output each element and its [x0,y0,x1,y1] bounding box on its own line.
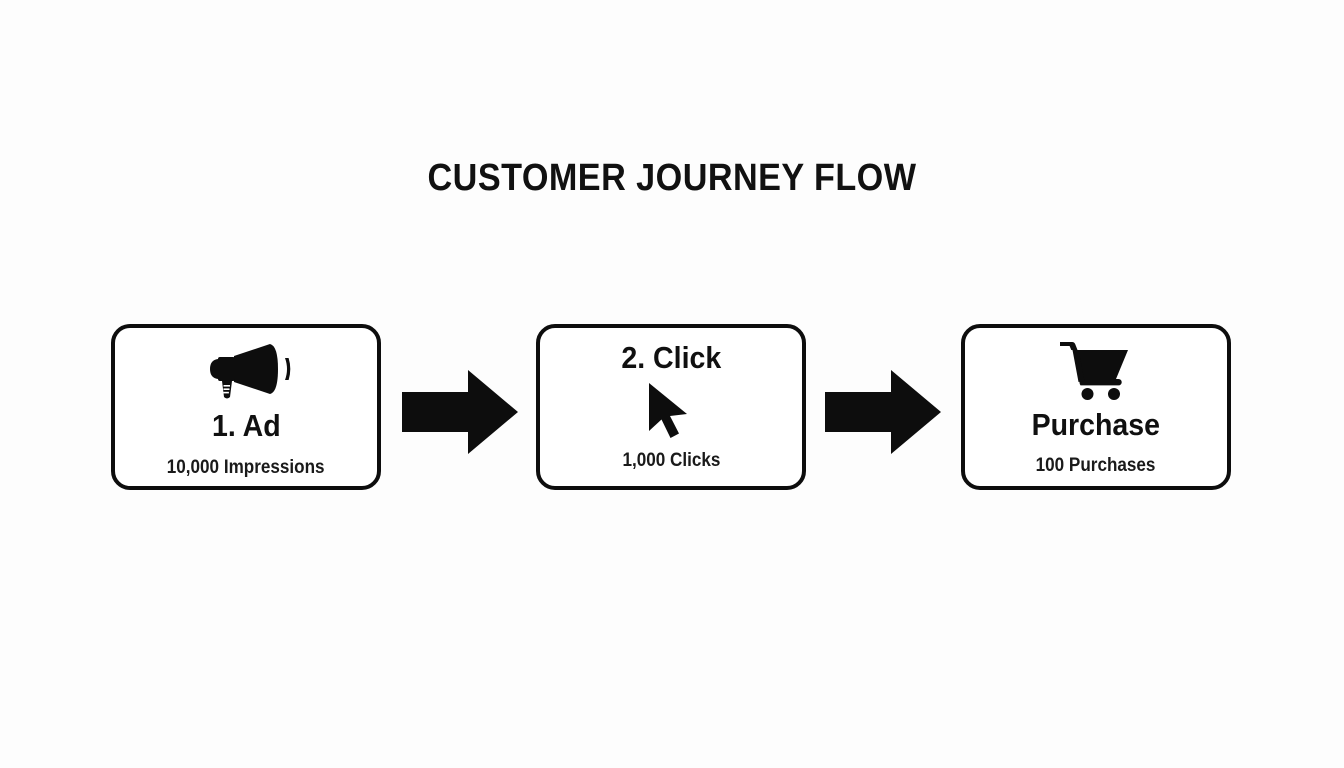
cursor-arrow-icon [643,381,699,439]
shopping-cart-icon [1058,340,1134,400]
right-arrow-icon [825,370,941,454]
stage-caption-ad: 10,000 Impressions [167,457,325,478]
stage-label-click: 2. Click [621,340,721,375]
stage-label-purchase: Purchase [1031,407,1161,442]
megaphone-icon [200,342,292,400]
stage-caption-click: 1,000 Clicks [622,450,720,471]
stage-card-click[interactable]: 2. Click 1,000 Clicks [536,324,806,490]
stage-card-ad[interactable]: 1. Ad 10,000 Impressions [111,324,381,490]
stage-label-ad: 1. Ad [211,408,281,443]
stage-caption-purchase: 100 Purchases [1036,455,1156,476]
page-title: CUSTOMER JOURNEY FLOW [427,157,917,199]
flow-row: 1. Ad 10,000 Impressions 2. Click 1,000 … [0,324,1344,492]
stage-card-purchase[interactable]: Purchase 100 Purchases [961,324,1231,490]
right-arrow-icon [402,370,518,454]
